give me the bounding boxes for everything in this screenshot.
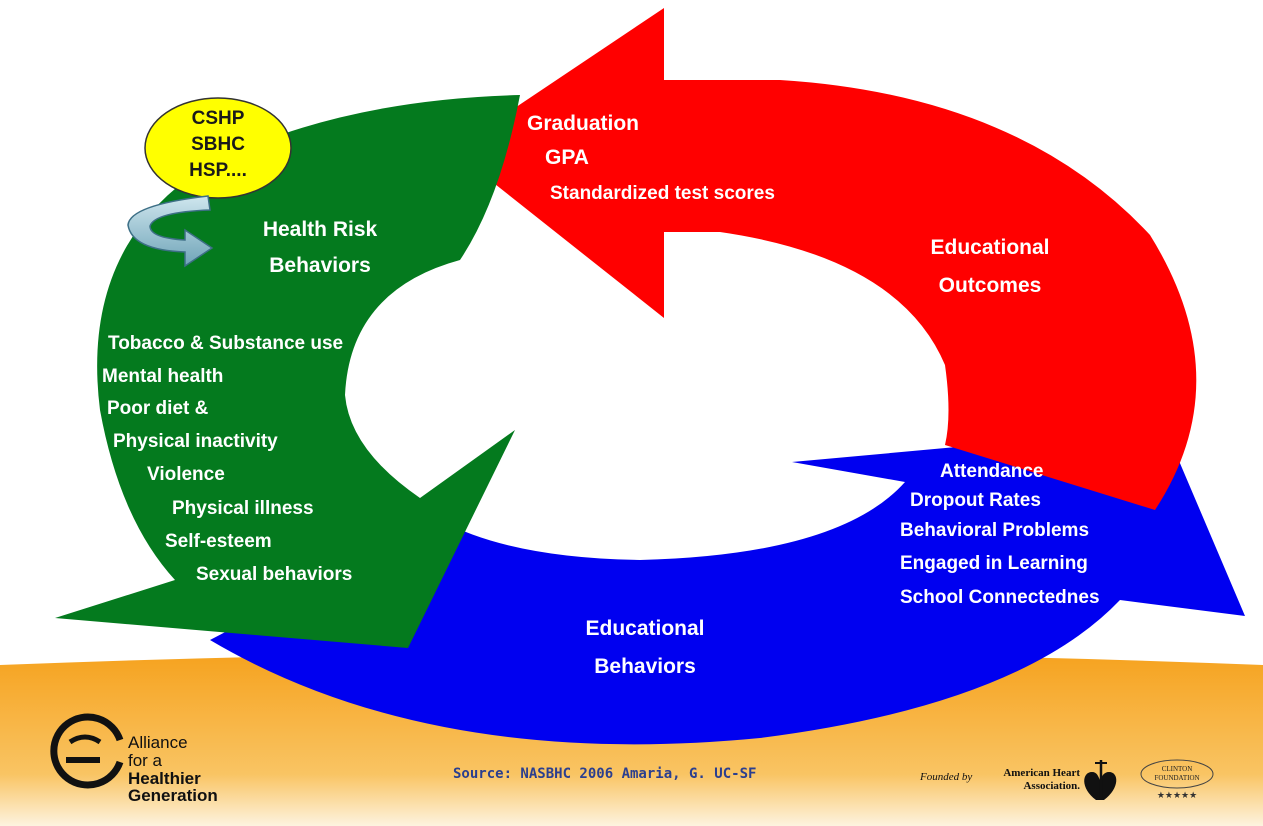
health-risk-item: Mental health <box>102 366 223 387</box>
aha-line-2: Association. <box>1023 780 1080 792</box>
health-risk-item: Poor diet & <box>107 398 209 419</box>
health-risk-item: Violence <box>147 464 225 485</box>
clinton-foundation-logo: CLINTON FOUNDATION ★★★★★ <box>1140 759 1214 800</box>
behaviors-title-1: Educational <box>585 617 704 640</box>
behavior-item: Attendance <box>940 461 1043 482</box>
clinton-logo-line-1: CLINTON <box>1162 765 1193 773</box>
health-risk-behaviors-arrow <box>55 95 520 648</box>
founded-by-label: Founded by <box>919 771 972 783</box>
program-bubble <box>144 97 292 199</box>
bubble-line-1: CSHP <box>192 108 245 129</box>
outcomes-title-2: Outcomes <box>939 274 1042 297</box>
alliance-logo-line-1: Alliance <box>128 733 188 752</box>
health-risk-title-2: Behaviors <box>269 254 371 277</box>
health-risk-item: Physical illness <box>172 498 314 519</box>
outcome-item: Standardized test scores <box>550 183 775 204</box>
health-risk-item: Self-esteem <box>165 531 272 552</box>
behaviors-title-2: Behaviors <box>594 655 696 678</box>
alliance-logo-line-4: Generation <box>128 786 218 805</box>
american-heart-association-logo: American Heart Association. <box>1003 760 1117 800</box>
behavior-item: Dropout Rates <box>910 490 1041 511</box>
curved-arrow-icon <box>127 195 214 268</box>
behavior-item: School Connectednes <box>900 587 1100 608</box>
bubble-line-2: SBHC <box>191 134 245 155</box>
health-risk-item: Sexual behaviors <box>196 564 352 585</box>
behavior-item: Behavioral Problems <box>900 520 1089 541</box>
source-caption: Source: NASBHC 2006 Amaria, G. UC-SF <box>453 766 756 782</box>
clinton-logo-line-2: FOUNDATION <box>1154 774 1199 782</box>
health-risk-title-1: Health Risk <box>263 218 378 241</box>
outcome-item: Graduation <box>527 112 639 135</box>
stars-icon: ★★★★★ <box>1157 790 1197 800</box>
health-risk-item: Physical inactivity <box>113 431 278 452</box>
alliance-logo-line-3: Healthier <box>128 769 201 788</box>
behavior-item: Engaged in Learning <box>900 553 1088 574</box>
health-risk-item: Tobacco & Substance use <box>108 333 343 354</box>
bubble-line-3: HSP.... <box>189 160 247 181</box>
educational-behaviors-arrow <box>210 428 1245 745</box>
alliance-logo-line-2: for a <box>128 751 163 770</box>
aha-line-1: American Heart <box>1003 767 1080 779</box>
outcome-item: GPA <box>545 146 589 169</box>
outcomes-title-1: Educational <box>930 236 1049 259</box>
educational-outcomes-arrow <box>452 8 1197 510</box>
alliance-logo: Alliance for a Healthier Generation <box>50 713 218 805</box>
